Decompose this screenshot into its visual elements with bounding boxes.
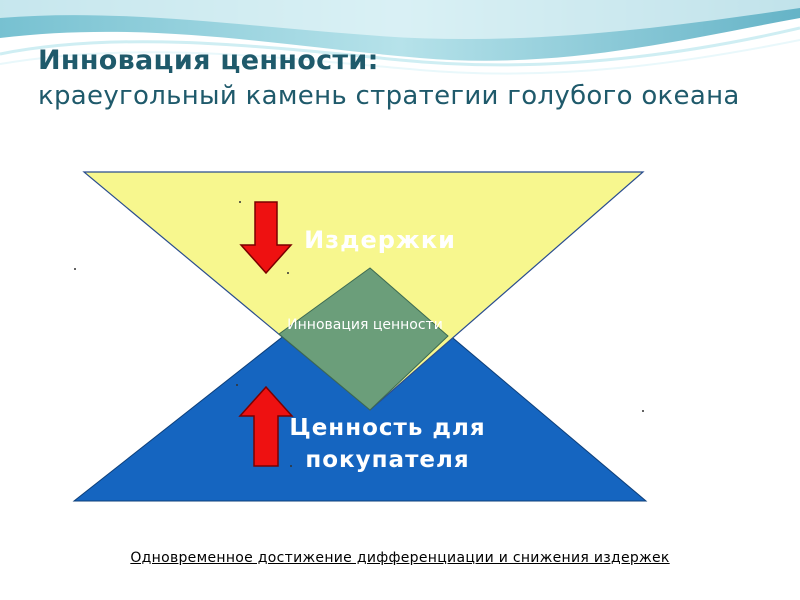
innovation-label: Инновация ценности [280,314,450,336]
value-label: Ценность для покупателя [285,412,490,476]
footer-caption: Одновременное достижение дифференциации … [0,550,800,566]
dot-marker [287,272,289,274]
dot-marker [74,268,76,270]
dot-marker [239,201,241,203]
dot-marker [642,410,644,412]
dot-marker [236,384,238,386]
costs-label: Издержки [290,224,470,256]
